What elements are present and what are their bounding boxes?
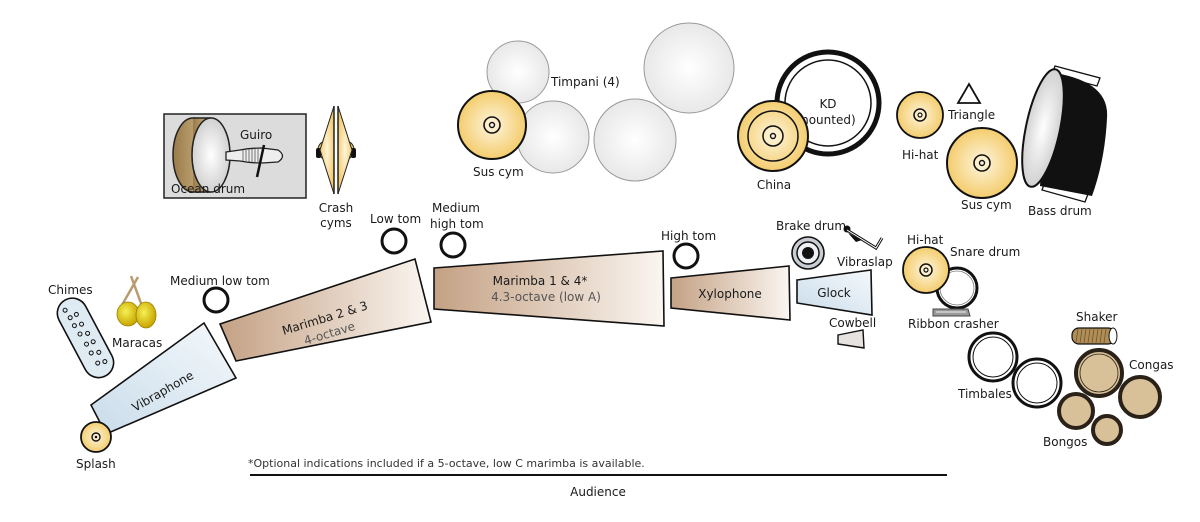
conga-icon [1074,348,1124,398]
bongo-icon [1091,414,1123,446]
marimba-2-3[interactable]: Marimba 2 & 3 4-octave [218,257,432,362]
hi-hat-right-label: Hi-hat [907,233,944,247]
shaker-icon [1071,327,1118,345]
medium-high-tom[interactable]: Medium high tom [430,201,484,259]
china-cymbal[interactable]: China [737,100,809,192]
marimba-1-4-range: 4.3-octave (low A) [491,290,601,304]
congas-label: Congas [1129,358,1174,372]
ocean-drum-icon [172,117,231,193]
shaker-label: Shaker [1076,310,1117,324]
sus-cym-right-label: Sus cym [961,198,1012,212]
vibraslap[interactable]: Vibraslap [837,225,893,270]
kd-label-2: (mounted) [792,113,855,127]
bass-drum-label: Bass drum [1028,204,1092,218]
maracas[interactable]: Maracas [112,275,162,350]
tom-icon [439,231,467,259]
medium-high-tom-label-1: Medium [432,201,480,215]
ocean-drum-label: Ocean drum [171,182,245,196]
chimes[interactable]: Chimes [48,283,119,383]
bongo-icon [1057,392,1095,430]
china-label: China [757,178,791,192]
low-tom-label: Low tom [370,212,421,226]
cymbal-icon [902,246,950,294]
timpani-drum-3 [593,98,677,182]
bongos[interactable]: Bongos [1043,392,1123,449]
vibraslap-icon [843,225,884,251]
marimba-1-4[interactable]: Marimba 1 & 4* 4.3-octave (low A) [433,250,665,327]
xylophone-label: Xylophone [698,287,762,301]
bass-drum[interactable]: Bass drum [1014,65,1108,218]
marimba-icon [218,257,432,362]
kd-label-1: KD [819,97,836,111]
chimes-icon [56,297,115,379]
timbales-label: Timbales [957,387,1012,401]
cowbell[interactable]: Cowbell [829,316,876,349]
triangle-label: Triangle [947,108,995,122]
maracas-icon [116,275,157,329]
tom-icon [672,242,700,270]
cowbell-label: Cowbell [829,316,876,330]
glock-label: Glock [817,286,851,300]
suspended-cymbal-left[interactable]: Sus cym [457,90,527,179]
marimba-1-4-name: Marimba 1 & 4* [493,274,588,288]
ribbon-crasher[interactable]: Ribbon crasher [908,308,999,331]
hi-hat-top[interactable]: Hi-hat [896,91,944,162]
maracas-label: Maracas [112,336,162,350]
sus-cym-left-label: Sus cym [473,165,524,179]
snare-drum-label: Snare drum [950,245,1020,259]
bass-drum-icon [1021,65,1108,203]
shaker[interactable]: Shaker [1071,310,1118,345]
xylophone-icon [670,265,791,321]
timbale-icon [1011,357,1063,409]
tom-icon [202,286,230,314]
suspended-cymbal-right[interactable]: Sus cym [946,127,1018,212]
ocean-drum-guiro-station: Guiro Ocean drum [163,113,307,199]
timpani-drum-2 [516,100,590,174]
conga-icon [1118,375,1162,419]
crash-cymbals-label-2: cyms [320,216,352,230]
medium-low-tom[interactable]: Medium low tom [170,274,270,314]
medium-high-tom-label-2: high tom [430,217,484,231]
hi-hat-right[interactable]: Hi-hat [902,233,950,294]
timbales[interactable]: Timbales [957,331,1063,409]
hi-hat-top-label: Hi-hat [902,148,939,162]
triangle[interactable]: Triangle [947,82,995,122]
splash-cymbal[interactable]: Splash [76,421,116,471]
low-tom[interactable]: Low tom [370,212,421,255]
marimba-icon [433,250,665,327]
crash-cymbals[interactable]: Crash cyms [316,105,356,230]
footnote: *Optional indications included if a 5-oc… [248,457,645,470]
congas[interactable]: Congas [1074,348,1174,419]
ribbon-crasher-label: Ribbon crasher [908,317,999,331]
brake-drum[interactable]: Brake drum [776,219,846,270]
glock-icon [796,269,873,316]
crash-cymbals-label-1: Crash [319,201,354,215]
cowbell-icon [837,329,865,349]
cymbal-icon [457,90,527,160]
cymbal-icon [896,91,944,139]
tom-icon [380,227,408,255]
timpani-drum-4 [643,22,735,114]
high-tom[interactable]: High tom [661,229,716,270]
splash-label: Splash [76,457,116,471]
timbale-icon [967,331,1019,383]
audience-label: Audience [570,485,626,499]
triangle-icon [956,82,982,104]
cymbal-icon [946,127,1018,199]
snare-drum[interactable]: Snare drum [935,245,1020,310]
high-tom-label: High tom [661,229,716,243]
vibraslap-label: Vibraslap [837,255,893,269]
chimes-label: Chimes [48,283,93,297]
guiro-label: Guiro [240,128,272,142]
bongos-label: Bongos [1043,435,1087,449]
timpani-label: Timpani (4) [550,75,620,89]
xylophone[interactable]: Xylophone [670,265,791,321]
brake-drum-label: Brake drum [776,219,846,233]
guiro-icon [225,144,284,178]
medium-low-tom-label: Medium low tom [170,274,270,288]
glockenspiel[interactable]: Glock [796,269,873,316]
crash-cymbals-icon [316,105,356,195]
timpani[interactable]: Timpani (4) [486,22,735,182]
